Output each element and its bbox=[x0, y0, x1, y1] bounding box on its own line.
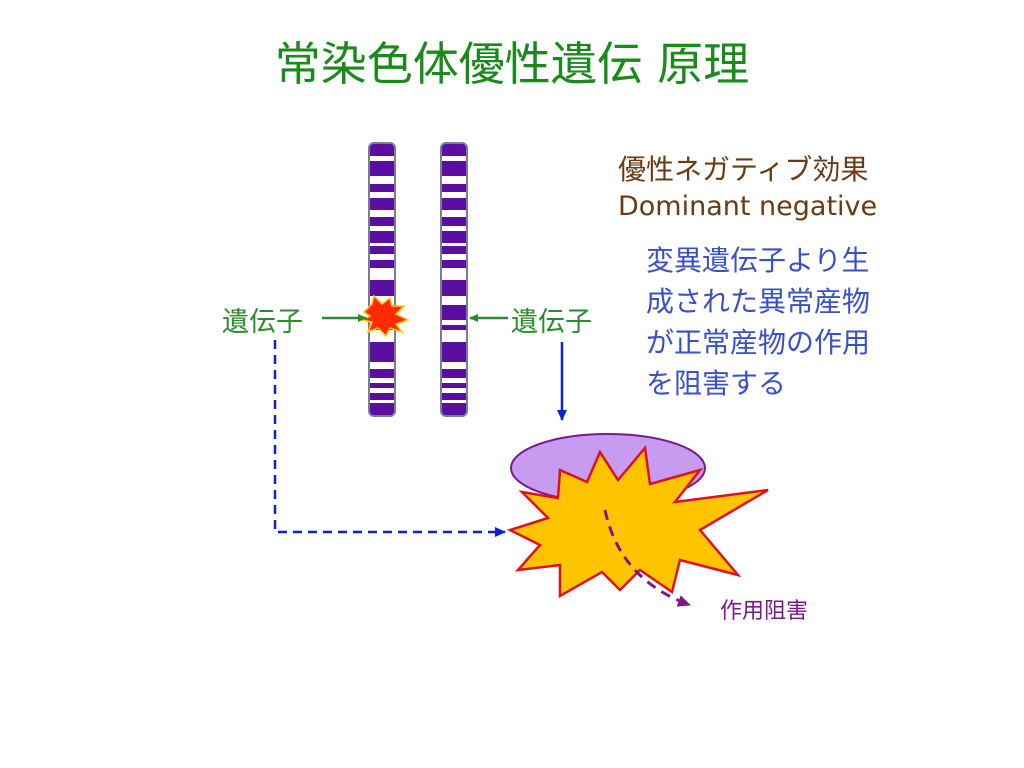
description-line: を阻害する bbox=[646, 367, 787, 400]
heading-english: Dominant negative bbox=[618, 191, 878, 222]
description-line: 変異遺伝子より生 bbox=[646, 244, 870, 277]
description-line: が正常産物の作用 bbox=[646, 326, 871, 359]
gene-label-mutant: 遺伝子 bbox=[222, 307, 303, 338]
chromosome-right bbox=[440, 142, 468, 417]
action-inhibition-label: 作用阻害 bbox=[720, 599, 809, 624]
mutant-product-path bbox=[273, 340, 506, 537]
abnormal-product-burst bbox=[506, 445, 769, 599]
chromosome-left bbox=[368, 142, 396, 417]
description-line: 成された異常産物 bbox=[646, 285, 871, 318]
mutation-burst-icon bbox=[359, 294, 410, 338]
description: 変異遺伝子より生 成された異常産物 が正常産物の作用 を阻害する bbox=[646, 240, 936, 404]
gene-label-normal: 遺伝子 bbox=[511, 307, 592, 338]
heading-japanese: 優性ネガティブ効果 bbox=[618, 153, 869, 186]
page-title: 常染色体優性遺伝 原理 bbox=[274, 37, 750, 91]
